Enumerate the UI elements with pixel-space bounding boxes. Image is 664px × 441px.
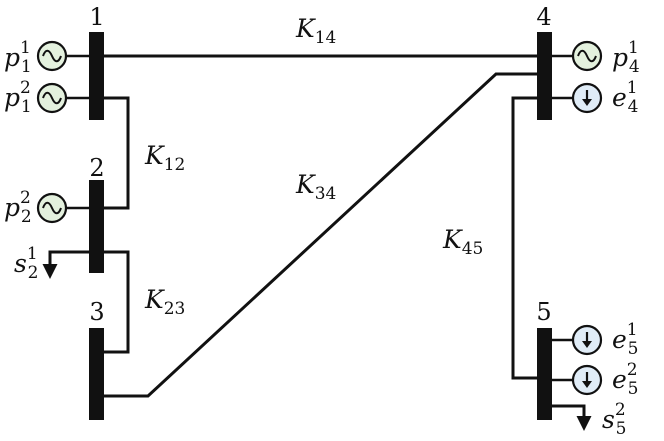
bus-3-bar — [89, 328, 104, 420]
k23-label: K23 — [144, 285, 185, 319]
storage-e4-1 — [552, 82, 603, 114]
bus-4-label: 4 — [536, 3, 551, 31]
line-k45 — [511, 96, 537, 380]
k12-label: K12 — [144, 141, 185, 175]
k34-label: K34 — [295, 170, 336, 204]
storage-e5-1 — [552, 324, 603, 356]
buses — [89, 32, 552, 420]
k45-label: K45 — [442, 225, 483, 259]
transmission-lines — [104, 54, 537, 398]
down-arrow-head — [582, 99, 592, 106]
bus-5-label: 5 — [536, 298, 551, 326]
down-arrow-head — [582, 381, 592, 388]
down-arrow-head — [582, 341, 592, 348]
storage-e5-2 — [552, 364, 603, 396]
bus-1-label: 1 — [89, 3, 104, 31]
load-arrow-s2-1 — [42, 250, 89, 279]
line-k34 — [104, 72, 537, 398]
sine-wave-path — [577, 49, 597, 63]
bus-labels: 1 2 3 4 5 — [89, 3, 551, 326]
generator-p1-1 — [36, 40, 89, 72]
sine-wave-path — [42, 91, 62, 105]
sine-wave-path — [42, 49, 62, 63]
sine-wave-path — [42, 201, 62, 215]
generator-p1-2 — [36, 82, 89, 114]
bus-5-bar — [537, 328, 552, 420]
generator-p4-1 — [552, 40, 603, 72]
line-labels: K14 K12 K34 K23 K45 — [144, 14, 483, 319]
bus-1-bar — [89, 32, 104, 120]
line-k23 — [104, 250, 130, 354]
load-arrow-s5-2 — [552, 404, 592, 431]
bus-4-bar — [537, 32, 552, 120]
k14-label: K14 — [295, 14, 336, 48]
bus-2-bar — [89, 180, 104, 273]
line-k12 — [104, 96, 130, 210]
bus-3-label: 3 — [89, 298, 104, 326]
bus-2-label: 2 — [89, 154, 104, 182]
generator-p2-2 — [36, 192, 89, 224]
